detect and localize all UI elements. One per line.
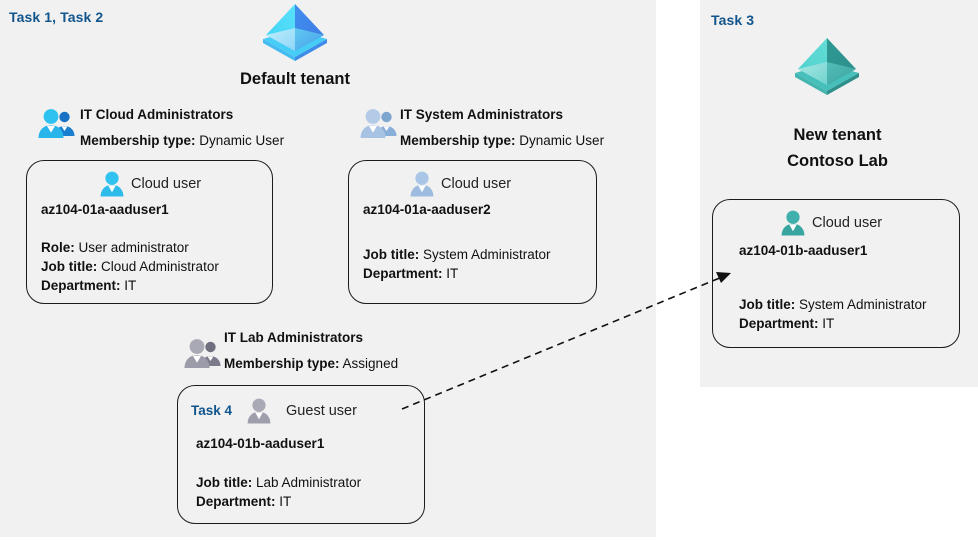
user-upn-new-tenant: az104-01b-aaduser1 [739, 243, 868, 258]
group-name-cloud-admins: IT Cloud Administrators [80, 107, 234, 122]
user-type-label-aaduser1: Cloud user [131, 175, 202, 192]
user-upn-aaduser1: az104-01a-aaduser1 [41, 202, 169, 217]
attribute-value: IT [446, 266, 459, 281]
user-card-aaduser2[interactable]: Cloud user az104-01a-aaduser2 Job title:… [348, 160, 597, 304]
cloud-user-icon-new-tenant [780, 209, 806, 236]
attribute-label: Department: [363, 266, 443, 281]
attribute-value: Lab Administrator [256, 475, 362, 490]
guest-user-icon [246, 397, 272, 424]
group-membership-lab-admins: Membership type: Assigned [224, 356, 398, 371]
attribute-value: IT [822, 316, 835, 331]
membership-type-label: Membership type: [400, 133, 516, 148]
azure-ad-tenant-icon-contoso [791, 36, 863, 98]
user-attributes-aaduser2: Job title: System Administrator Departme… [363, 245, 551, 283]
group-membership-cloud-admins: Membership type: Dynamic User [80, 133, 284, 148]
group-name-lab-admins: IT Lab Administrators [224, 330, 364, 345]
attribute-row: Job title: Cloud Administrator [41, 257, 219, 276]
attribute-row: Department: IT [196, 492, 361, 511]
user-type-label-guest: Guest user [286, 402, 357, 419]
attribute-label: Job title: [363, 247, 420, 262]
user-type-label-new-tenant: Cloud user [812, 214, 883, 231]
user-type-label-aaduser2: Cloud user [441, 175, 512, 192]
attribute-label: Job title: [196, 475, 253, 490]
membership-type-label: Membership type: [224, 356, 340, 371]
card-header-cloud-user: Cloud user [99, 170, 201, 197]
group-membership-system-admins: Membership type: Dynamic User [400, 133, 604, 148]
task-label-1-2: Task 1, Task 2 [9, 9, 104, 25]
membership-type-value: Dynamic User [519, 133, 605, 148]
attribute-row: Role: User administrator [41, 238, 219, 257]
attribute-label: Department: [196, 494, 276, 509]
attribute-value: IT [124, 278, 137, 293]
attribute-row: Job title: Lab Administrator [196, 473, 361, 492]
attribute-label: Department: [41, 278, 121, 293]
user-attributes-guest-aaduser1: Job title: Lab Administrator Department:… [196, 473, 361, 511]
attribute-row: Department: IT [739, 314, 927, 333]
attribute-value: Cloud Administrator [101, 259, 219, 274]
new-tenant-title-line1: New tenant [793, 126, 882, 144]
card-header-guest-user: Task 4 Guest user [191, 397, 357, 424]
attribute-value: IT [279, 494, 292, 509]
user-card-aaduser1[interactable]: Cloud user az104-01a-aaduser1 Role: User… [26, 160, 273, 304]
attribute-value: System Administrator [423, 247, 551, 262]
task-label-4: Task 4 [191, 403, 233, 418]
user-attributes-new-tenant: Job title: System Administrator Departme… [739, 295, 927, 333]
attribute-label: Role: [41, 240, 75, 255]
card-header-cloud-user: Cloud user [409, 170, 511, 197]
attribute-row: Job title: System Administrator [363, 245, 551, 264]
membership-type-label: Membership type: [80, 133, 196, 148]
attribute-label: Department: [739, 316, 819, 331]
membership-type-value: Assigned [342, 356, 399, 371]
cloud-user-icon-aaduser2 [409, 170, 435, 197]
task-label-3: Task 3 [711, 12, 755, 28]
card-header-cloud-user: Cloud user [780, 209, 882, 236]
group-users-icon-lab-admins [183, 337, 223, 369]
group-users-icon-cloud-admins [37, 107, 77, 139]
azure-ad-tenant-icon-default [259, 2, 331, 64]
attribute-row: Department: IT [363, 264, 551, 283]
user-attributes-aaduser1: Role: User administrator Job title: Clou… [41, 238, 219, 295]
user-upn-guest-aaduser1: az104-01b-aaduser1 [196, 436, 325, 451]
membership-type-value: Dynamic User [199, 133, 285, 148]
user-card-new-tenant-aaduser1[interactable]: Cloud user az104-01b-aaduser1 Job title:… [712, 199, 960, 348]
attribute-row: Department: IT [41, 276, 219, 295]
default-tenant-title: Default tenant [239, 70, 350, 88]
group-users-icon-system-admins [359, 107, 399, 139]
user-upn-aaduser2: az104-01a-aaduser2 [363, 202, 491, 217]
new-tenant-title-line2: Contoso Lab [787, 152, 888, 170]
attribute-value: System Administrator [799, 297, 927, 312]
attribute-label: Job title: [41, 259, 98, 274]
cloud-user-icon-aaduser1 [99, 170, 125, 197]
attribute-value: User administrator [78, 240, 189, 255]
attribute-label: Job title: [739, 297, 796, 312]
group-name-system-admins: IT System Administrators [400, 107, 564, 122]
attribute-row: Job title: System Administrator [739, 295, 927, 314]
user-card-guest-aaduser1[interactable]: Task 4 Guest user az104-01b-aaduser1 Job… [177, 385, 425, 524]
